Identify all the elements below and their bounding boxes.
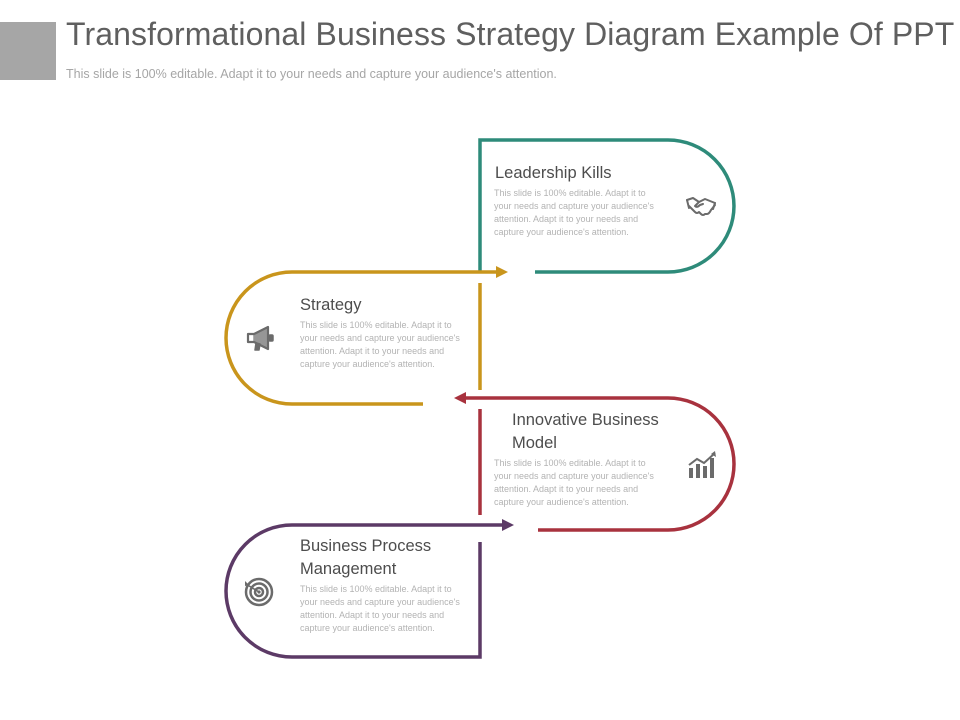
target-icon	[244, 577, 274, 607]
step-3-title: Innovative Business Model	[512, 411, 659, 452]
step-4-description: This slide is 100% editable. Adapt it to…	[300, 584, 460, 633]
step-1-description: This slide is 100% editable. Adapt it to…	[494, 188, 654, 237]
step-1-shape	[478, 138, 736, 274]
step-3-description: This slide is 100% editable. Adapt it to…	[494, 458, 654, 507]
step-4-title: Business Process Management	[300, 537, 432, 578]
step-3-shape	[464, 396, 736, 532]
page-title: Transformational Business Strategy Diagr…	[66, 16, 955, 52]
title-accent-block	[0, 22, 56, 80]
handshake-icon	[686, 197, 716, 216]
step-2-title: Strategy	[300, 296, 362, 314]
step-2-arrowhead	[496, 266, 508, 278]
step-1-title: Leadership Kills	[495, 164, 612, 182]
bar-chart-icon	[688, 451, 716, 478]
step-4-arrowhead	[502, 519, 514, 531]
megaphone-icon	[246, 325, 274, 351]
step-3-arrowhead	[454, 392, 466, 404]
step-4-shape	[224, 523, 503, 659]
step-2-description: This slide is 100% editable. Adapt it to…	[300, 320, 460, 369]
step-2-shape	[224, 270, 498, 406]
page-subtitle: This slide is 100% editable. Adapt it to…	[66, 67, 557, 81]
